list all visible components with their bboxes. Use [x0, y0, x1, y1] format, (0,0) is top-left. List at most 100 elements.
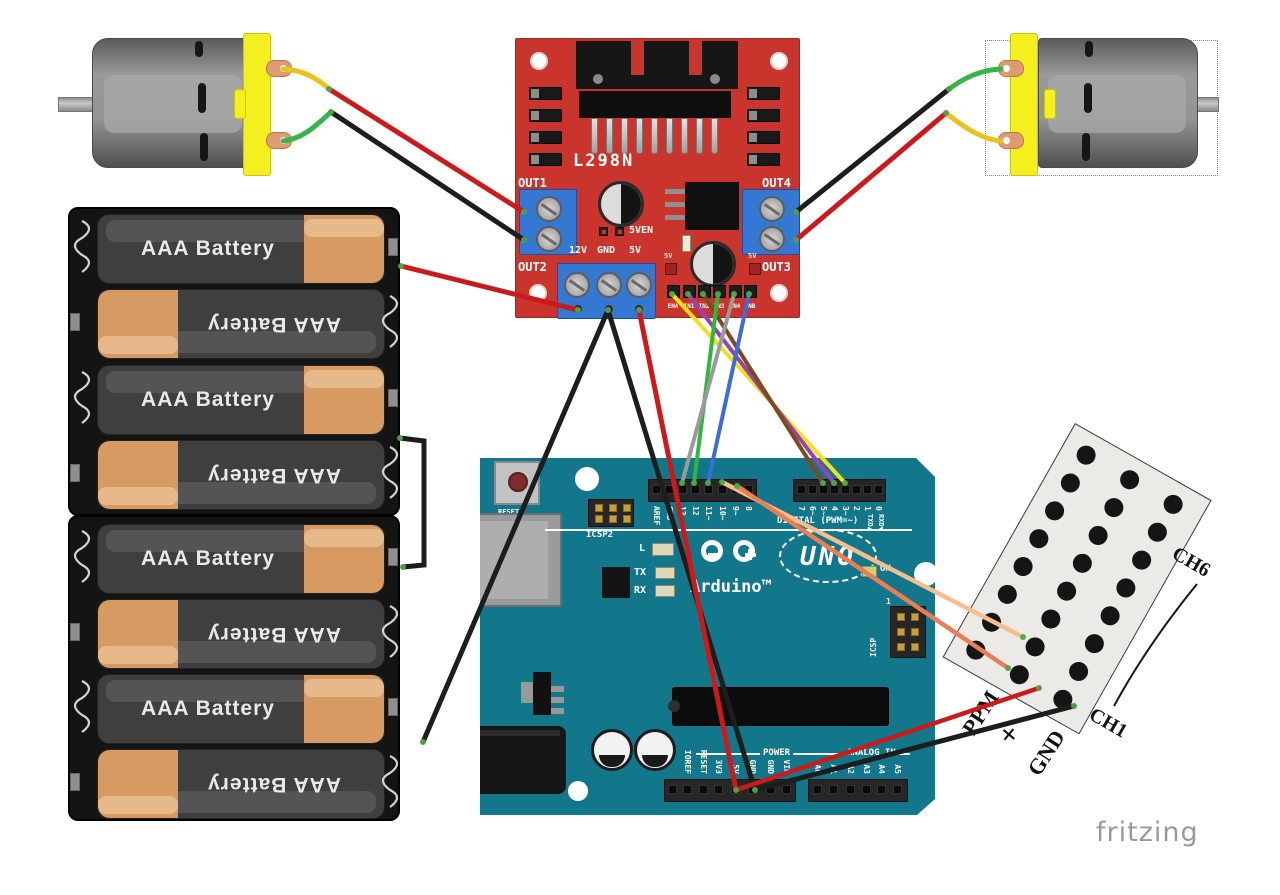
battery-cell[interactable]: AAA Battery [97, 599, 385, 669]
pin-hole[interactable] [730, 785, 740, 794]
out1-out2-terminal[interactable] [519, 189, 577, 255]
wire-in4-to-pin13[interactable] [680, 292, 736, 485]
pin-hole[interactable] [651, 485, 661, 494]
dc-motor-right[interactable] [985, 33, 1232, 176]
icsp2-pin[interactable] [623, 504, 631, 512]
receiver-hole[interactable] [1053, 578, 1080, 605]
motor-terminal-lug[interactable] [266, 60, 292, 77]
battery-cell[interactable]: AAA Battery [97, 365, 385, 435]
pin-hole[interactable] [873, 485, 883, 494]
receiver-hole[interactable] [1085, 522, 1112, 549]
pin-hole[interactable] [892, 785, 902, 794]
pin-hole[interactable] [730, 485, 740, 494]
l298n-driver-board[interactable]: L298N OUT1 OUT2 OUT4 OUT3 5VEN 12V GND 5… [515, 38, 800, 319]
battery-cell[interactable]: AAA Battery [97, 289, 385, 359]
receiver-hole[interactable] [1057, 470, 1084, 496]
screw[interactable] [759, 196, 785, 222]
5ven-jumper-pin[interactable] [599, 227, 608, 236]
pin-hole[interactable] [812, 785, 822, 794]
wire-ena-to-pin3[interactable] [670, 292, 847, 485]
receiver-hole[interactable] [1065, 658, 1092, 685]
receiver-hole[interactable] [1116, 466, 1143, 493]
icsp-pin[interactable] [897, 628, 905, 636]
wire-motorR-to-out4[interactable] [793, 86, 952, 215]
pin-hole[interactable] [818, 485, 828, 494]
pin-hole[interactable] [703, 485, 713, 494]
pin-hole[interactable] [667, 785, 677, 794]
wire-in3-to-pin12[interactable] [692, 292, 720, 485]
motor-terminal-lug[interactable] [998, 60, 1024, 77]
pin-hole[interactable] [862, 485, 872, 494]
receiver-hole[interactable] [1041, 497, 1068, 524]
dc-motor-left[interactable] [58, 33, 292, 176]
out4-out3-terminal[interactable] [742, 189, 800, 255]
icsp-pin[interactable] [911, 628, 919, 636]
wire-motorL-to-out1[interactable] [326, 86, 527, 215]
pin-hole[interactable] [743, 485, 753, 494]
5ven-jumper-pin[interactable] [615, 227, 624, 236]
battery-cell[interactable]: AAA Battery [97, 440, 385, 510]
receiver-hole[interactable] [1081, 630, 1108, 657]
5v-jumper[interactable] [749, 263, 761, 275]
receiver-hole[interactable] [1049, 686, 1076, 713]
pin-hole[interactable] [829, 485, 839, 494]
icsp2-pin[interactable] [595, 515, 603, 523]
screw[interactable] [536, 196, 562, 222]
receiver-hole[interactable] [1010, 553, 1037, 580]
pin-hole[interactable] [713, 785, 723, 794]
wire-in2-to-pin5[interactable] [701, 292, 825, 485]
icsp-pin[interactable] [911, 643, 919, 651]
screw[interactable] [626, 272, 652, 298]
receiver-hole[interactable] [1037, 606, 1064, 632]
pin-hole[interactable] [840, 485, 850, 494]
battery-cell[interactable]: AAA Battery [97, 749, 385, 819]
icsp-pin[interactable] [897, 643, 905, 651]
receiver-hole[interactable] [1097, 602, 1124, 629]
motor-terminal-lug[interactable] [998, 132, 1024, 149]
motor-terminal-lug[interactable] [266, 132, 292, 149]
pin-hole[interactable] [796, 485, 806, 494]
pin-hole[interactable] [765, 785, 775, 794]
battery-cell[interactable]: AAA Battery [97, 674, 385, 744]
pin-hole[interactable] [807, 485, 817, 494]
icsp-pin[interactable] [911, 613, 919, 621]
pin-hole[interactable] [828, 785, 838, 794]
receiver-hole[interactable] [1144, 519, 1171, 546]
icsp-pin[interactable] [897, 613, 905, 621]
pin-hole[interactable] [717, 485, 727, 494]
receiver-hole[interactable] [962, 637, 989, 664]
icsp2-pin[interactable] [623, 515, 631, 523]
receiver-hole[interactable] [1025, 525, 1052, 552]
battery-cell[interactable]: AAA Battery [97, 524, 385, 594]
wire-motorR-to-out3[interactable] [793, 110, 949, 243]
arduino-uno-board[interactable]: RESET ICSP2 DIGITAL (PWM=~) L TX RX UNO … [480, 458, 935, 815]
control-pin-ENB[interactable] [743, 285, 757, 298]
control-pin-IN4[interactable] [728, 285, 742, 298]
pin-hole[interactable] [664, 485, 674, 494]
wire-in1-to-pin4[interactable] [686, 292, 836, 485]
receiver-hole[interactable] [994, 581, 1021, 608]
pin-hole[interactable] [747, 785, 757, 794]
pin-hole[interactable] [861, 785, 871, 794]
screw[interactable] [596, 272, 622, 298]
5v-jumper[interactable] [665, 263, 677, 275]
pin-hole[interactable] [690, 485, 700, 494]
receiver-hole[interactable] [1073, 442, 1100, 469]
wire-enb-to-pin11[interactable] [706, 292, 751, 485]
wire-battery-series-link[interactable] [397, 435, 427, 570]
pin-hole[interactable] [876, 785, 886, 794]
pin-hole[interactable] [682, 785, 692, 794]
receiver-hole[interactable] [1100, 494, 1127, 521]
receiver-hole[interactable] [1128, 547, 1155, 574]
receiver-hole[interactable] [1112, 574, 1139, 601]
receiver-hole[interactable] [1160, 491, 1187, 518]
pin-hole[interactable] [781, 785, 791, 794]
pin-hole[interactable] [845, 785, 855, 794]
receiver-hole[interactable] [1006, 661, 1033, 688]
control-pin-ENA[interactable] [666, 285, 680, 298]
control-pin-IN2[interactable] [697, 285, 711, 298]
control-pin-IN1[interactable] [682, 285, 696, 298]
icsp2-pin[interactable] [609, 515, 617, 523]
